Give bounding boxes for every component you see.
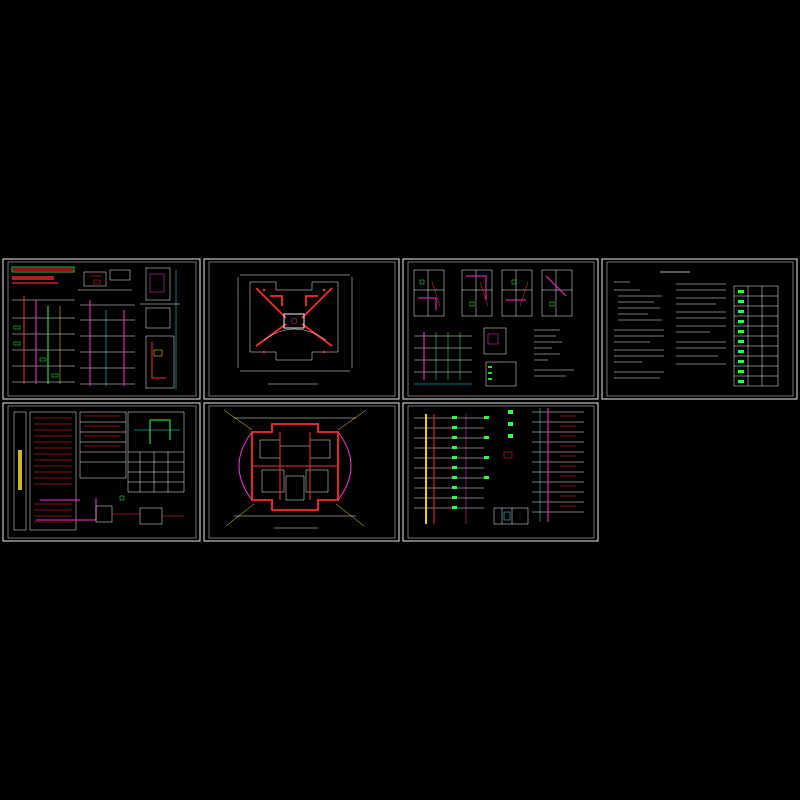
sheet-4[interactable] xyxy=(601,258,798,400)
sheet-3[interactable] xyxy=(402,258,599,400)
sheet-7[interactable] xyxy=(402,402,599,542)
sheet-1[interactable] xyxy=(2,258,201,400)
sheet-2[interactable] xyxy=(203,258,400,400)
sheet-5[interactable] xyxy=(2,402,201,542)
sheet-6[interactable] xyxy=(203,402,400,542)
